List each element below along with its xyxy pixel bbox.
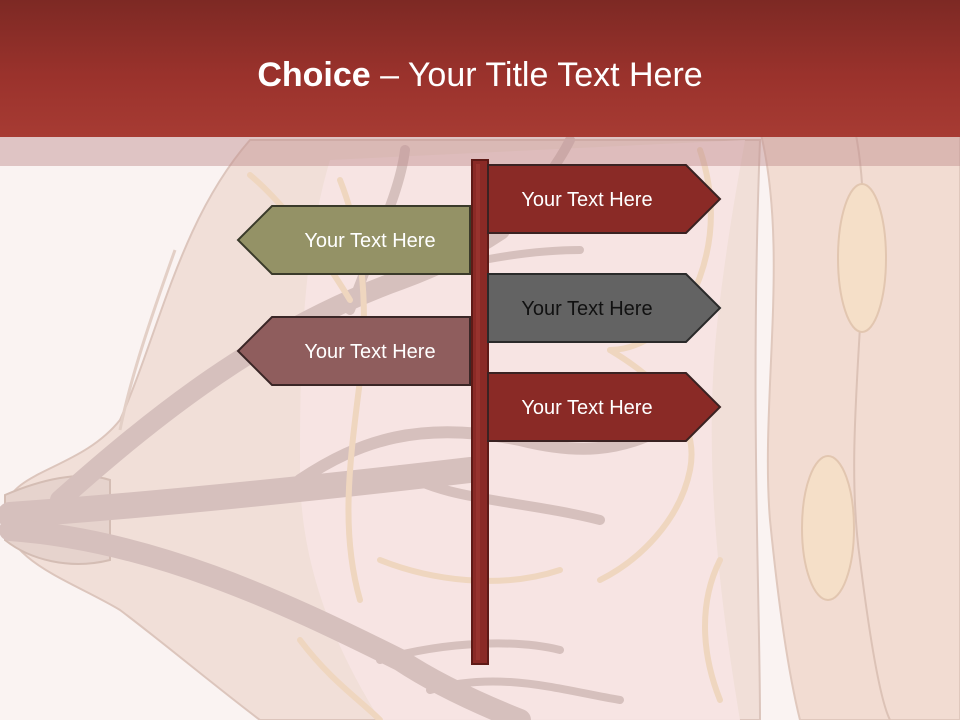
sign-3: Your Text Here — [487, 273, 722, 343]
sign-4-arrow — [236, 316, 471, 386]
title-rest: Your Title Text Here — [407, 56, 703, 94]
sign-1: Your Text Here — [487, 164, 722, 234]
sign-2: Your Text Here — [236, 205, 471, 275]
sign-5-arrow — [487, 372, 722, 442]
signpost-pole — [471, 159, 489, 665]
title-strong: Choice — [257, 56, 371, 94]
sign-2-arrow — [236, 205, 471, 275]
slide-title: Choice – Your Title Text Here — [0, 52, 960, 98]
sign-5: Your Text Here — [487, 372, 722, 442]
sign-3-label: Your Text Here — [521, 298, 652, 320]
title-separator: – — [370, 56, 408, 94]
sign-3-arrow — [487, 273, 722, 343]
sign-1-label: Your Text Here — [521, 189, 652, 211]
sign-1-arrow — [487, 164, 722, 234]
sign-2-label: Your Text Here — [304, 230, 435, 252]
sign-4: Your Text Here — [236, 316, 471, 386]
title-bar — [0, 0, 960, 137]
sign-4-label: Your Text Here — [304, 341, 435, 363]
sign-5-label: Your Text Here — [521, 397, 652, 419]
